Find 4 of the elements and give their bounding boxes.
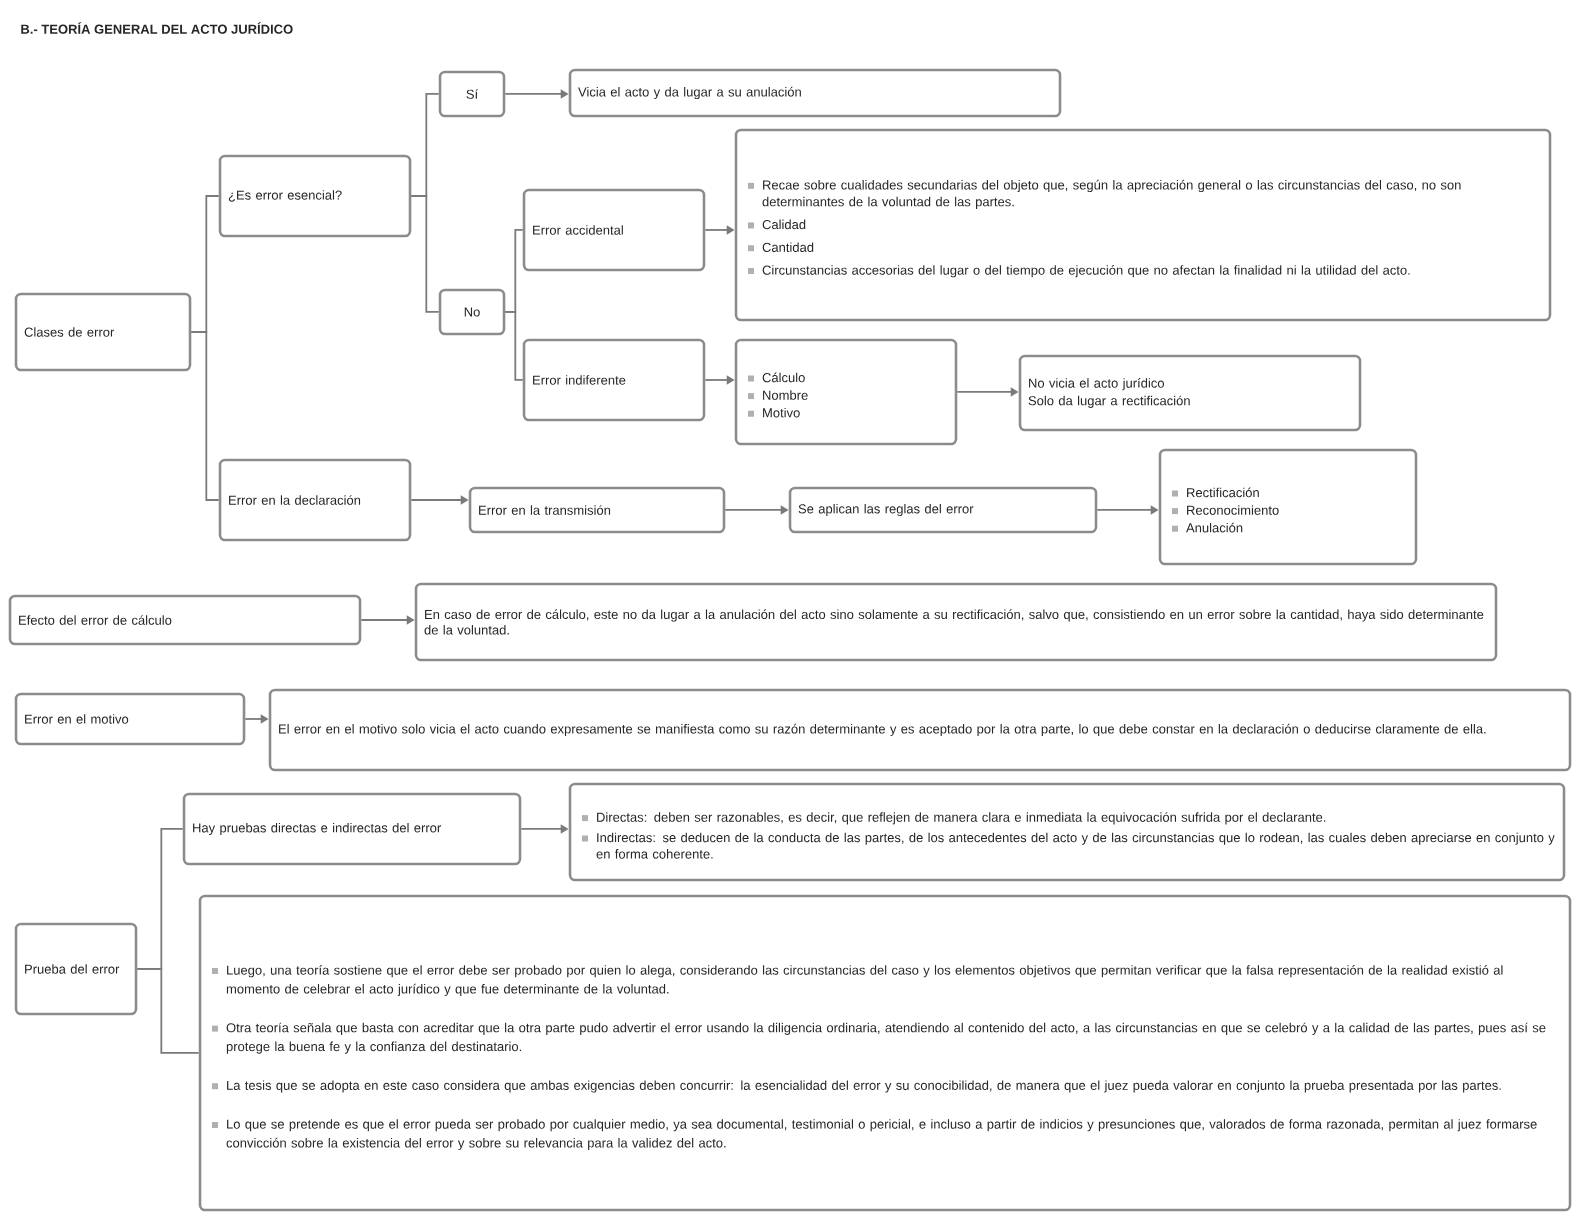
connector-line [410,195,440,313]
connector-line [190,331,220,501]
connector-line [504,311,524,381]
connector-line [136,968,200,1054]
